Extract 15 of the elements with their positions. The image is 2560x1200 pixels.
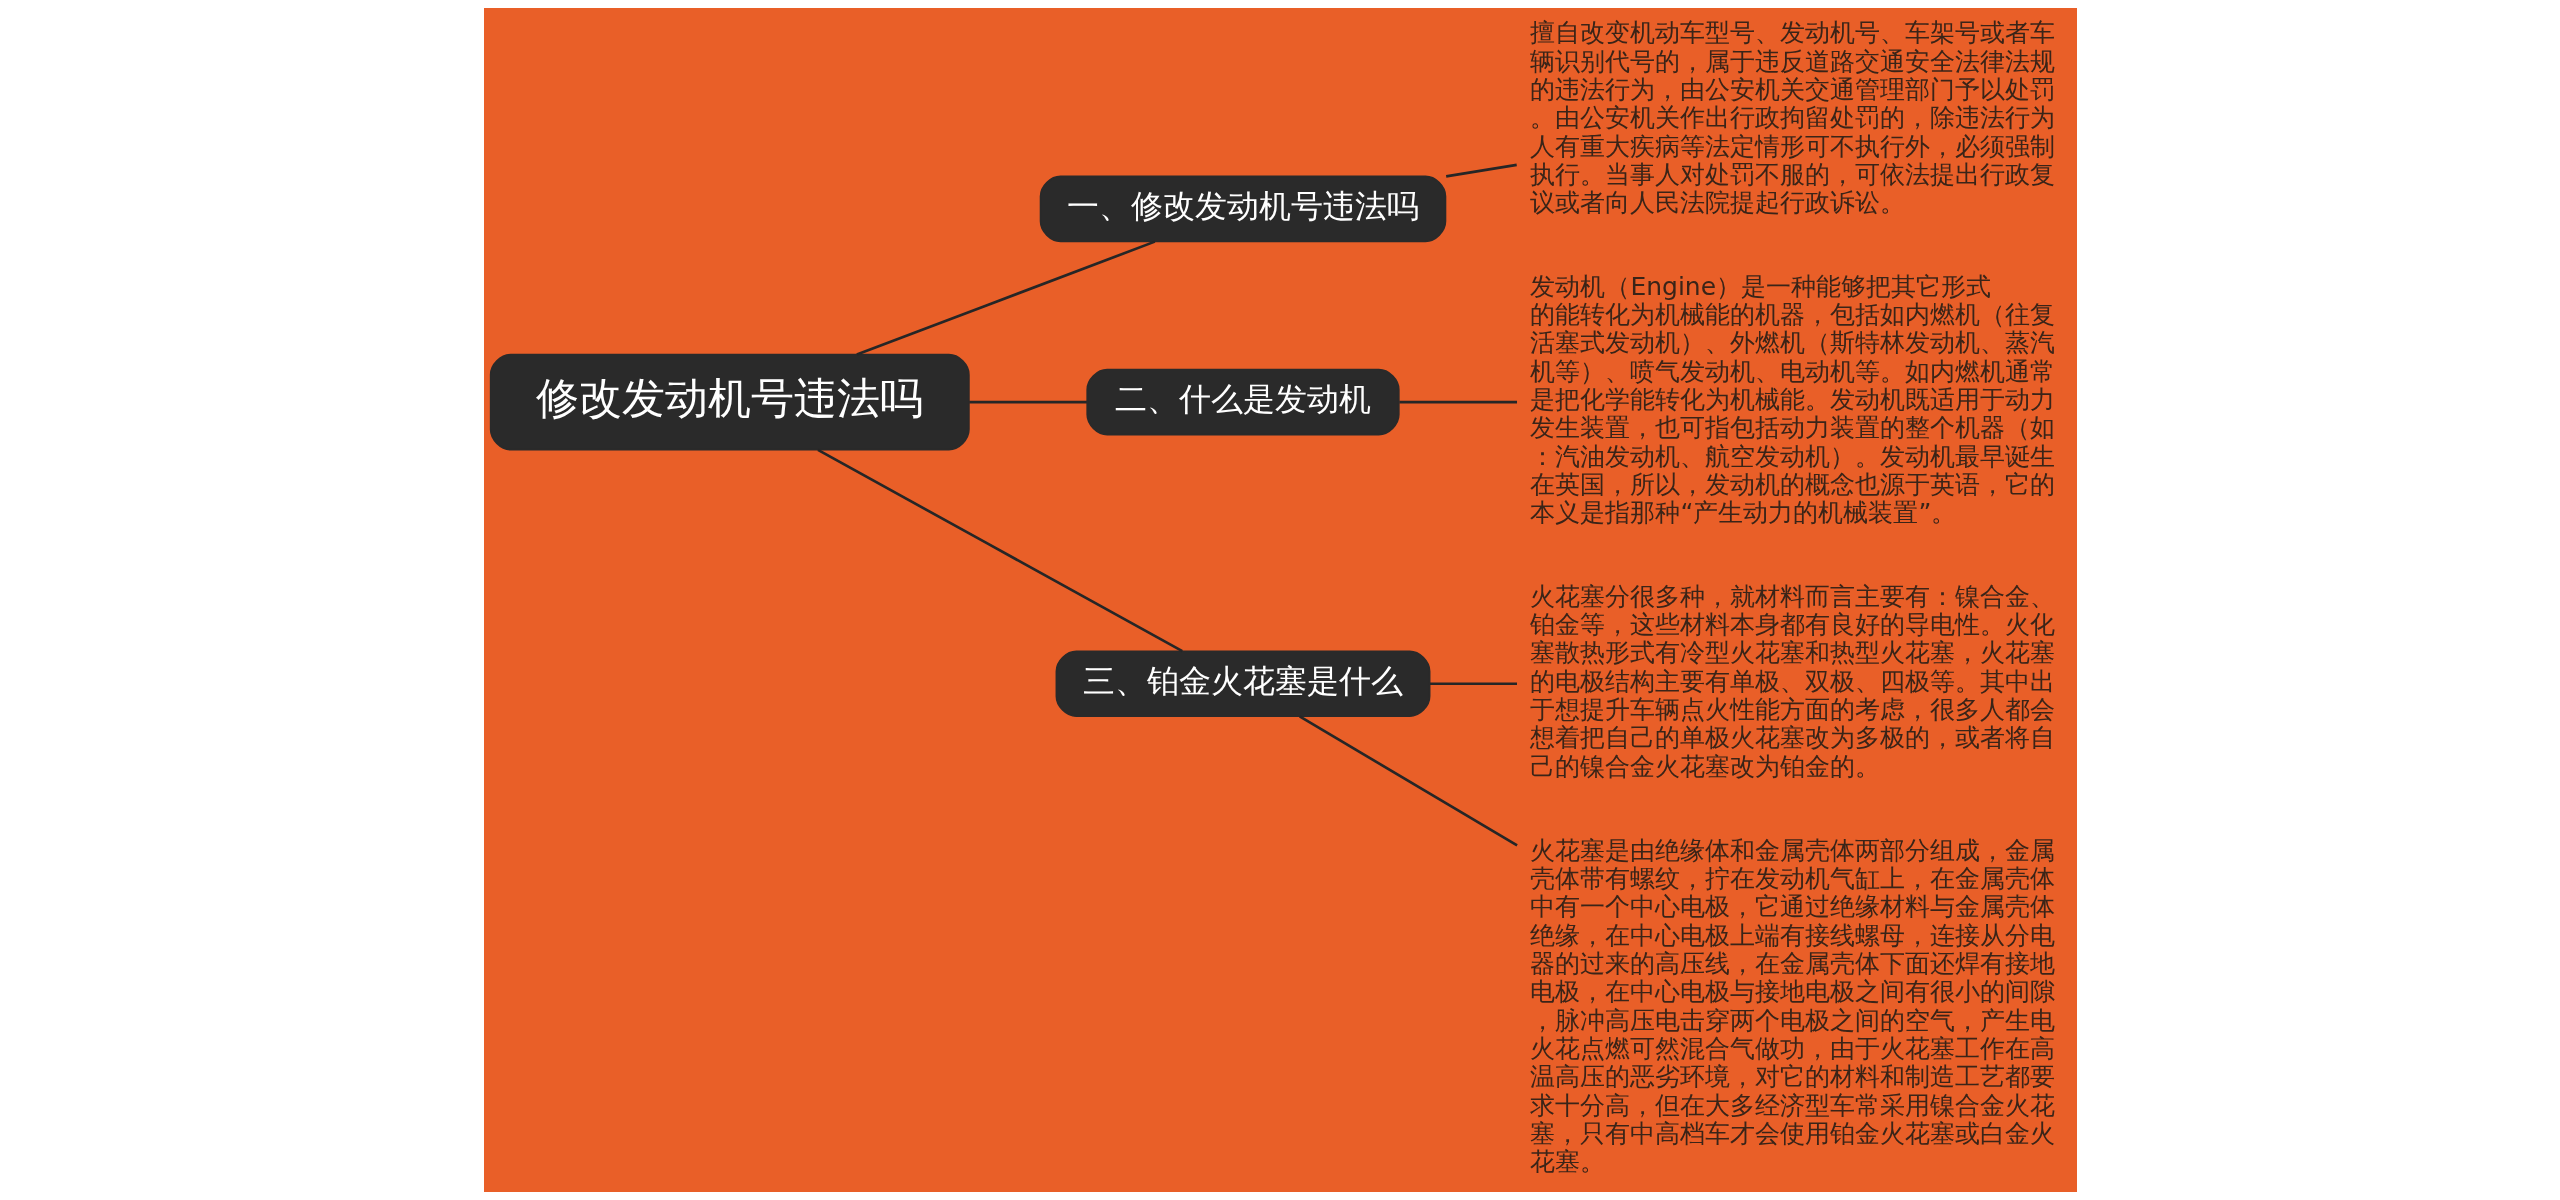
- node-text: 发动机（Engine）是一种能够把其它形式的能转化为机械能的机器，包括如内燃机（往复活塞式发动机）、外燃机（斯特林发动机、蒸汽机等）、喷气发动机、电动机等。如内燃机通常是把化学能转化为机械能。发动机既适用于动力发生装置，也可指包括动力装置的整个机器（如：汽油发动机、航空发动机）。发动机最早诞生在英国，所以，发动机的概念也源于英语，它的本义是指那种“产生动力的机械装置”。: [1529, 271, 2055, 528]
- node-text: 擅自改变机动车型号、发动机号、车架号或者车辆识别代号的，属于违反道路交通安全法律法规的违法行为，由公安机关交通管理部门予以处罚。由公安机关作出行政拘留处罚的，除违法行为人有重大疾病等法定情形可不执行外，必须强制执行。当事人对处罚不服的，可依法提出行政复议或者向人民法院提起行政诉讼。: [1529, 18, 2055, 218]
- connector: [1298, 715, 1518, 847]
- connector: [855, 240, 1155, 356]
- node-text: 火花塞是由绝缘体和金属壳体两部分组成，金属壳体带有螺纹，拧在发动机气缸上，在金属壳体中有一个中心电极，它通过绝缘材料与金属壳体绝缘，在中心电极上端有接线螺母，连接从分电器的过来的高压线，在金属壳体下面还焊有接地电极，在中心电极与接地电极之间有很小的间隙，脉冲高压电击穿两个电极之间的空气，产生电火花点燃可然混合气做功，由于火花塞工作在高温高压的恶劣环境，对它的材料和制造工艺都要求十分高，但在大多经济型车常采用镍合金火花塞，只有中高档车才会使用铂金火花塞或白金火花塞。: [1529, 835, 2055, 1177]
- node-box: 二、什么是发动机: [1085, 368, 1400, 436]
- connector: [816, 448, 1183, 653]
- node-text: 火花塞分很多种，就材料而言主要有：镍合金、铂金等，这些材料本身都有良好的导电性。火化塞散热形式有冷型火花塞和热型火花塞，火花塞的电极结构主要有单极、双极、四极等。其中出于想提升车辆点火性能方面的考虑，很多人都会想着把自己的单极火花塞改为多极的，或者将自己的镍合金火花塞改为铂金的。: [1529, 581, 2055, 781]
- connector: [1445, 163, 1517, 178]
- connector: [968, 400, 1087, 404]
- node-box: 三、铂金火花塞是什么: [1055, 650, 1430, 718]
- node-box: 修改发动机号违法吗: [489, 353, 970, 451]
- connector: [1398, 400, 1517, 404]
- node-box: 一、修改发动机号违法吗: [1039, 175, 1446, 243]
- connector: [1429, 682, 1517, 686]
